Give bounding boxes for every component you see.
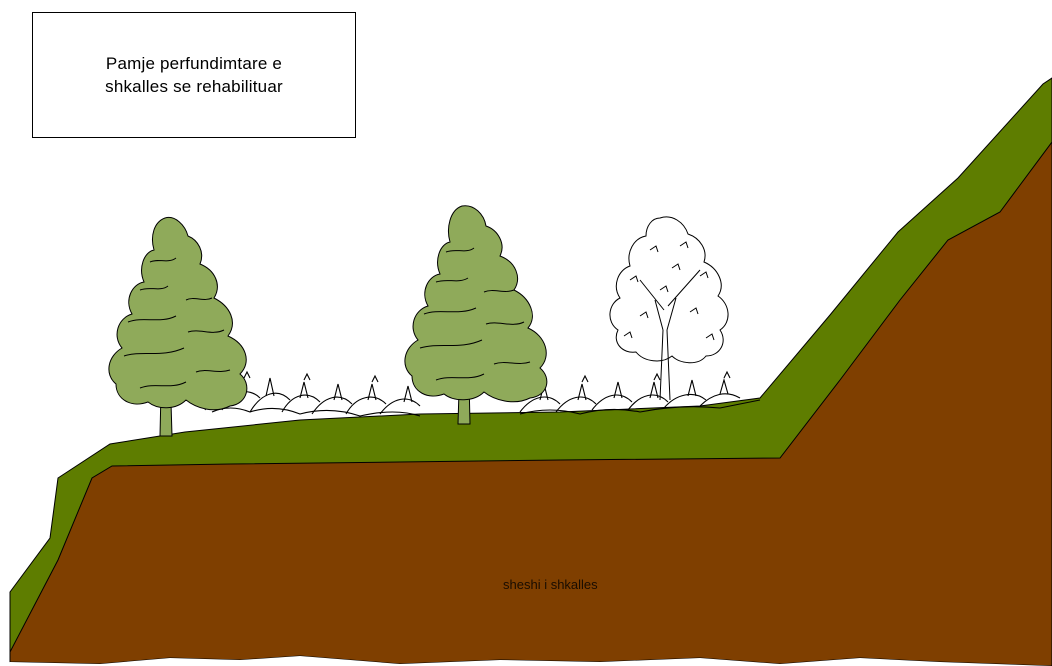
tree-right-outline <box>610 217 728 400</box>
tree-left-green <box>109 217 247 436</box>
site-label: sheshi i shkalles <box>503 577 598 592</box>
title-line-1: Pamje perfundimtare e <box>106 52 282 75</box>
title-box: Pamje perfundimtare e shkalles se rehabi… <box>32 12 356 138</box>
tree-center-green <box>405 206 547 424</box>
title-line-2: shkalles se rehabilituar <box>105 75 283 98</box>
